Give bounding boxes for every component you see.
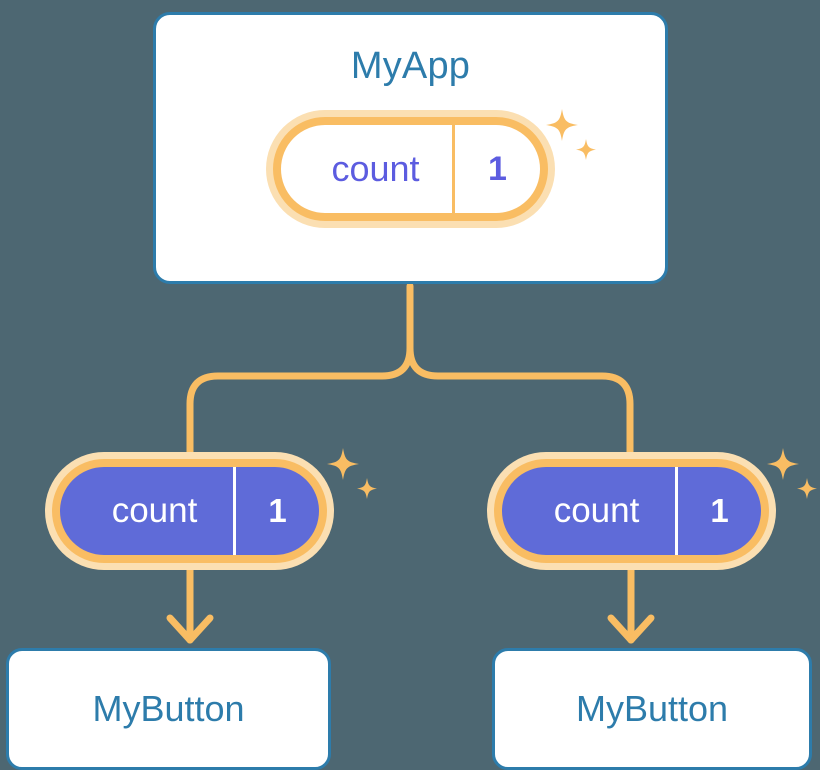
arrow-down-icon-right-head — [607, 614, 655, 644]
connector-branch-right — [406, 344, 634, 456]
state-pill-right[interactable]: count 1 — [487, 452, 776, 570]
card-myapp-title: MyApp — [350, 45, 471, 87]
state-pill-value: 1 — [233, 467, 319, 555]
state-pill-outer-ring: count 1 — [266, 110, 555, 228]
card-mybutton-left-title: MyButton — [92, 688, 245, 729]
state-pill-inner: count 1 — [52, 459, 327, 563]
connector-branch-left — [186, 344, 414, 456]
state-pill-outer-ring: count 1 — [487, 452, 776, 570]
card-mybutton-right-title: MyButton — [575, 688, 729, 729]
state-pill-value: 1 — [452, 125, 540, 213]
state-pill-key: count — [111, 491, 198, 530]
card-mybutton-left[interactable]: MyButton — [6, 648, 331, 770]
state-pill-key: count — [331, 148, 420, 189]
arrow-down-icon-left-head — [166, 614, 214, 644]
state-pill-inner: count 1 — [494, 459, 769, 563]
state-pill-outer-ring: count 1 — [45, 452, 334, 570]
state-pill-left[interactable]: count 1 — [45, 452, 334, 570]
card-mybutton-right[interactable]: MyButton — [492, 648, 812, 770]
state-pill-key: count — [553, 491, 640, 530]
state-pill-value: 1 — [675, 467, 761, 555]
state-pill-myapp[interactable]: count 1 — [266, 110, 555, 228]
state-pill-inner: count 1 — [273, 117, 548, 221]
